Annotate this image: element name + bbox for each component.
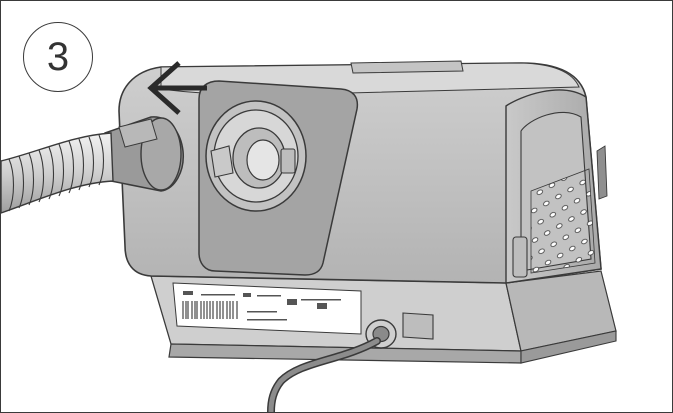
barcode-icon [182, 301, 238, 319]
step-number-badge: 3 [23, 22, 93, 92]
tube-cuff [104, 116, 184, 192]
air-tube [1, 132, 114, 214]
device-body [118, 60, 608, 284]
device-label-plate [172, 282, 362, 335]
arrow-left-icon [147, 61, 207, 115]
step-number: 3 [46, 34, 70, 79]
air-outlet-panel [198, 80, 359, 276]
